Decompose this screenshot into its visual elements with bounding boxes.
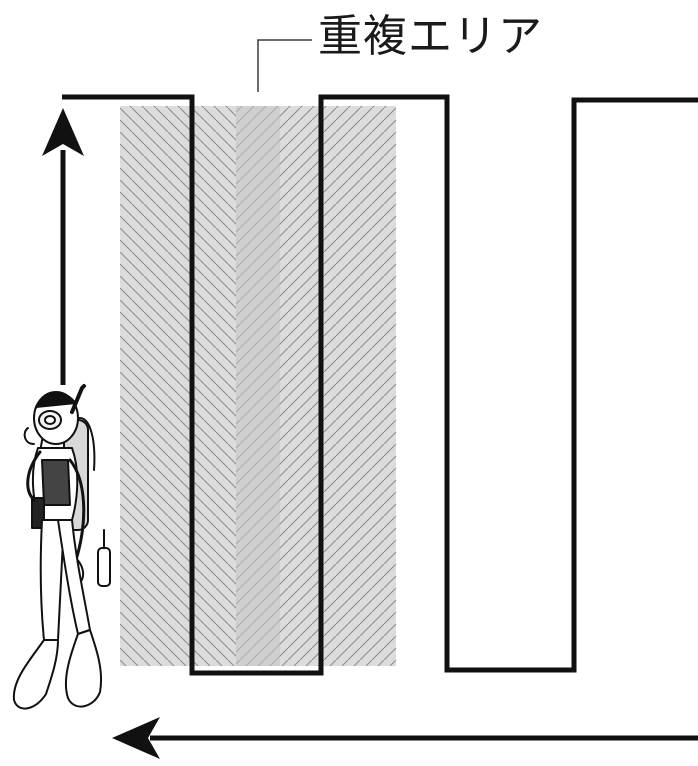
arrow-left-icon [112,717,698,759]
scuba-diver-icon [12,384,111,710]
overlap-callout-leader [257,39,312,92]
overlap-area-band [236,106,280,666]
search-path-line [62,94,698,676]
overlap-area-label: 重複エリア [318,11,543,62]
arrow-up-icon [42,108,84,385]
